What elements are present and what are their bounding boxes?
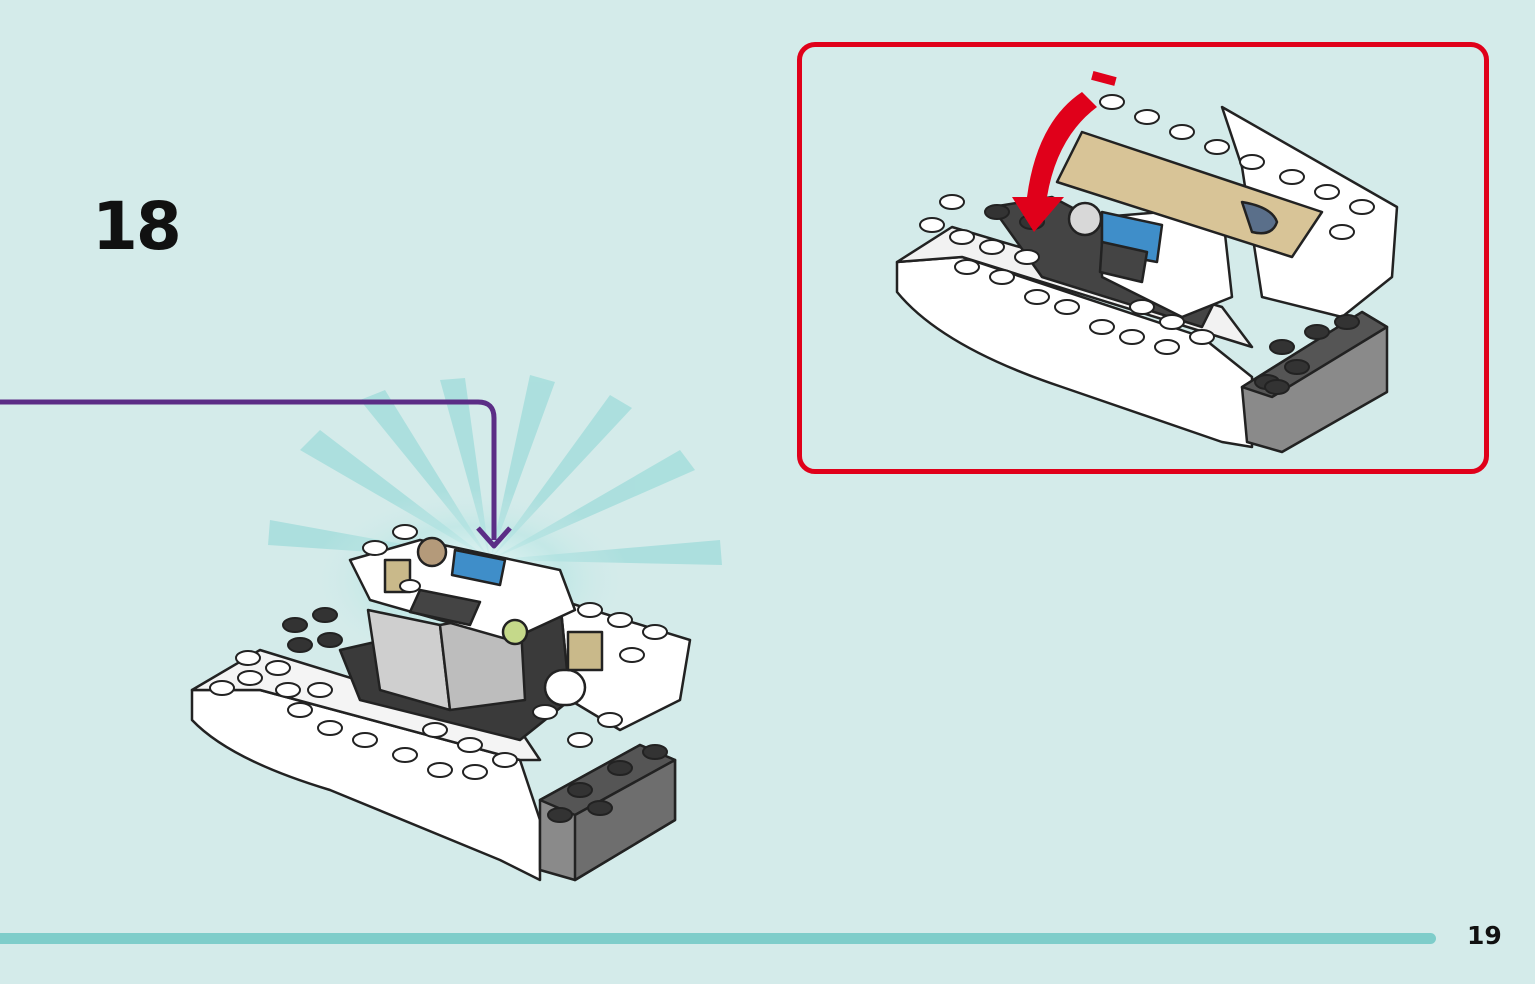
- step-number: 18: [92, 188, 182, 265]
- main-studs: [209, 524, 668, 823]
- callout-illustration: [895, 71, 1399, 454]
- purple-placement-arrow: [0, 399, 497, 540]
- callout-box: [797, 42, 1489, 474]
- page-number: 19: [1467, 921, 1502, 950]
- red-rotate-arrow: [1012, 71, 1117, 232]
- footer-bar: [0, 933, 1436, 944]
